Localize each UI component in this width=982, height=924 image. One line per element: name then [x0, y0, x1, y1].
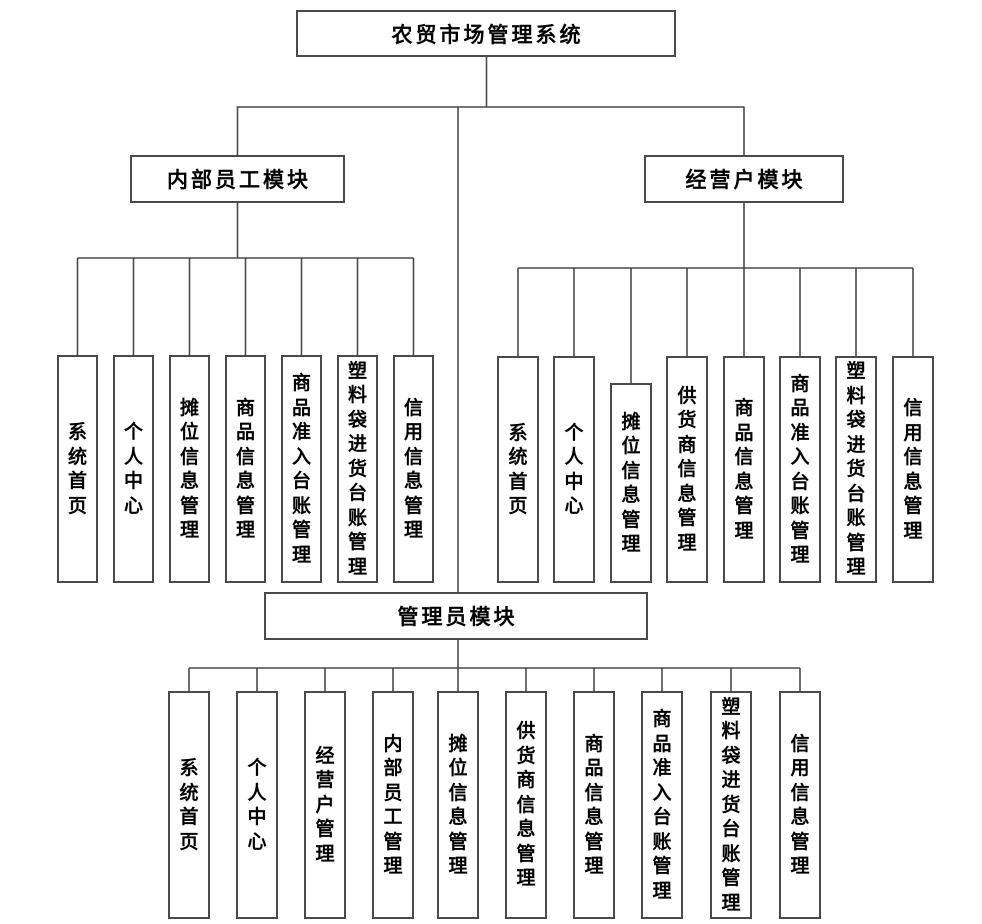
node-label: 塑料袋进货台账管理	[721, 695, 741, 914]
node-merchant-product-admittance-ledger-mgmt: 商品准入台账管理	[779, 356, 821, 583]
node-merchant-product-info-mgmt: 商品信息管理	[723, 356, 765, 583]
node-label: 系统首页	[508, 421, 528, 518]
node-label: 信用信息管理	[790, 732, 810, 878]
node-label: 商品准入台账管理	[291, 372, 311, 566]
node-admin-supplier-info-mgmt: 供货商信息管理	[505, 691, 547, 919]
node-label: 供货商信息管理	[516, 720, 536, 890]
node-merchant-supplier-info-mgmt: 供货商信息管理	[666, 356, 708, 583]
node-admin-module: 管理员模块	[264, 592, 648, 640]
node-admin-internal-staff-mgmt: 内部员工管理	[372, 691, 414, 919]
node-admin-plastic-bag-ledger-mgmt: 塑料袋进货台账管理	[710, 691, 752, 919]
node-merchant-system-home: 系统首页	[497, 356, 539, 583]
node-label: 信用信息管理	[903, 397, 923, 542]
node-merchant-credit-info-mgmt: 信用信息管理	[892, 356, 934, 583]
node-label: 商品信息管理	[734, 397, 754, 542]
node-internal-product-admittance-ledger-mgmt: 商品准入台账管理	[281, 355, 322, 583]
node-label: 信用信息管理	[403, 396, 423, 542]
node-root: 农贸市场管理系统	[296, 10, 676, 57]
node-label: 商品信息管理	[584, 732, 604, 878]
node-admin-stall-info-mgmt: 摊位信息管理	[437, 691, 479, 919]
node-label: 摊位信息管理	[621, 410, 641, 556]
node-admin-merchant-mgmt: 经营户管理	[304, 691, 346, 919]
node-internal-plastic-bag-ledger-mgmt: 塑料袋进货台账管理	[337, 355, 378, 583]
node-label: 塑料袋进货台账管理	[846, 360, 866, 579]
node-label: 摊位信息管理	[448, 732, 468, 878]
node-merchant-personal-center: 个人中心	[553, 356, 595, 583]
node-label: 供货商信息管理	[677, 384, 697, 554]
node-label: 个人中心	[123, 421, 143, 517]
node-admin-module-label: 管理员模块	[397, 605, 518, 629]
node-label: 商品准入台账管理	[652, 708, 672, 902]
node-root-label: 农贸市场管理系统	[391, 22, 584, 47]
node-internal-credit-info-mgmt: 信用信息管理	[393, 355, 434, 583]
node-admin-system-home: 系统首页	[168, 691, 210, 919]
node-merchant-stall-info-mgmt: 摊位信息管理	[610, 383, 652, 583]
node-internal-system-home: 系统首页	[57, 355, 98, 583]
node-label: 系统首页	[67, 421, 87, 517]
node-admin-credit-info-mgmt: 信用信息管理	[779, 691, 821, 919]
node-internal-staff-module-label: 内部员工模块	[167, 168, 311, 192]
internal-module-connectors	[76, 203, 415, 355]
node-merchant-module: 经营户模块	[644, 155, 844, 203]
node-label: 系统首页	[179, 757, 199, 853]
node-admin-product-admittance-ledger-mgmt: 商品准入台账管理	[641, 691, 683, 919]
root-connectors	[236, 57, 745, 592]
node-label: 经营户管理	[315, 744, 335, 865]
node-admin-personal-center: 个人中心	[236, 691, 278, 919]
node-internal-staff-module: 内部员工模块	[130, 155, 345, 203]
node-admin-product-info-mgmt: 商品信息管理	[573, 691, 615, 919]
node-label: 个人中心	[247, 757, 267, 853]
node-label: 塑料袋进货台账管理	[347, 359, 367, 578]
merchant-module-connectors	[517, 203, 914, 383]
node-label: 商品信息管理	[235, 396, 255, 542]
node-internal-stall-info-mgmt: 摊位信息管理	[169, 355, 210, 583]
admin-module-connectors	[188, 640, 801, 691]
node-label: 摊位信息管理	[179, 396, 199, 542]
node-merchant-plastic-bag-ledger-mgmt: 塑料袋进货台账管理	[835, 356, 877, 583]
node-internal-product-info-mgmt: 商品信息管理	[225, 355, 266, 583]
node-label: 个人中心	[564, 421, 584, 518]
node-label: 内部员工管理	[383, 732, 403, 878]
node-internal-personal-center: 个人中心	[113, 355, 154, 583]
node-merchant-module-label: 经营户模块	[685, 168, 806, 192]
node-label: 商品准入台账管理	[790, 372, 810, 567]
